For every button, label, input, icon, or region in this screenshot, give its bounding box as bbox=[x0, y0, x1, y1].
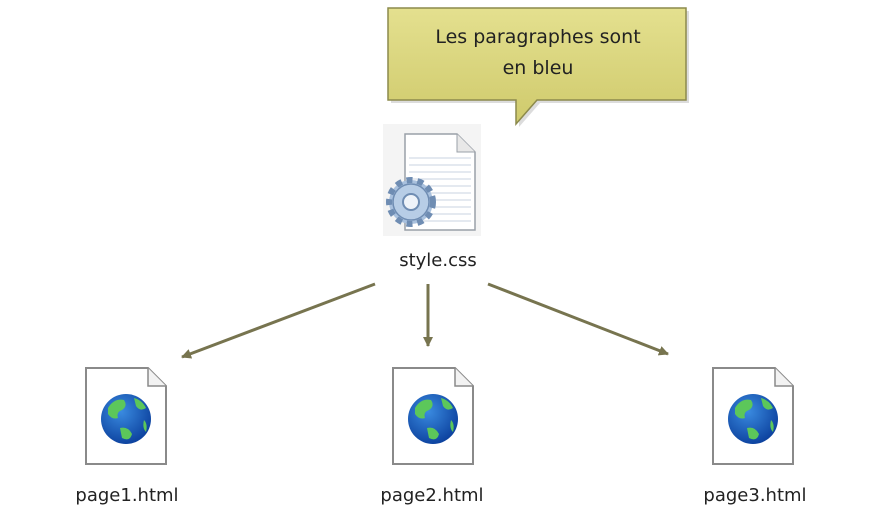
html-file-globe-icon-page1 bbox=[85, 367, 167, 465]
html-file-globe-icon-page2 bbox=[392, 367, 474, 465]
html-file-globe-icon-page3 bbox=[712, 367, 794, 465]
arrow-to-page3 bbox=[487, 282, 669, 356]
page3-label[interactable]: page3.html bbox=[703, 485, 807, 506]
arrows bbox=[181, 282, 669, 359]
callout-text: Les paragraphes sont en bleu bbox=[390, 22, 686, 84]
callout-bubble bbox=[387, 7, 689, 127]
callout-line-2: en bleu bbox=[502, 57, 574, 79]
css-file-gear-icon bbox=[383, 124, 481, 236]
callout-line-1: Les paragraphes sont bbox=[435, 26, 641, 48]
page1-label[interactable]: page1.html bbox=[75, 485, 179, 506]
stylesheet-label[interactable]: style.css bbox=[399, 250, 477, 271]
arrow-to-page1 bbox=[181, 282, 376, 359]
page2-label[interactable]: page2.html bbox=[380, 485, 484, 506]
